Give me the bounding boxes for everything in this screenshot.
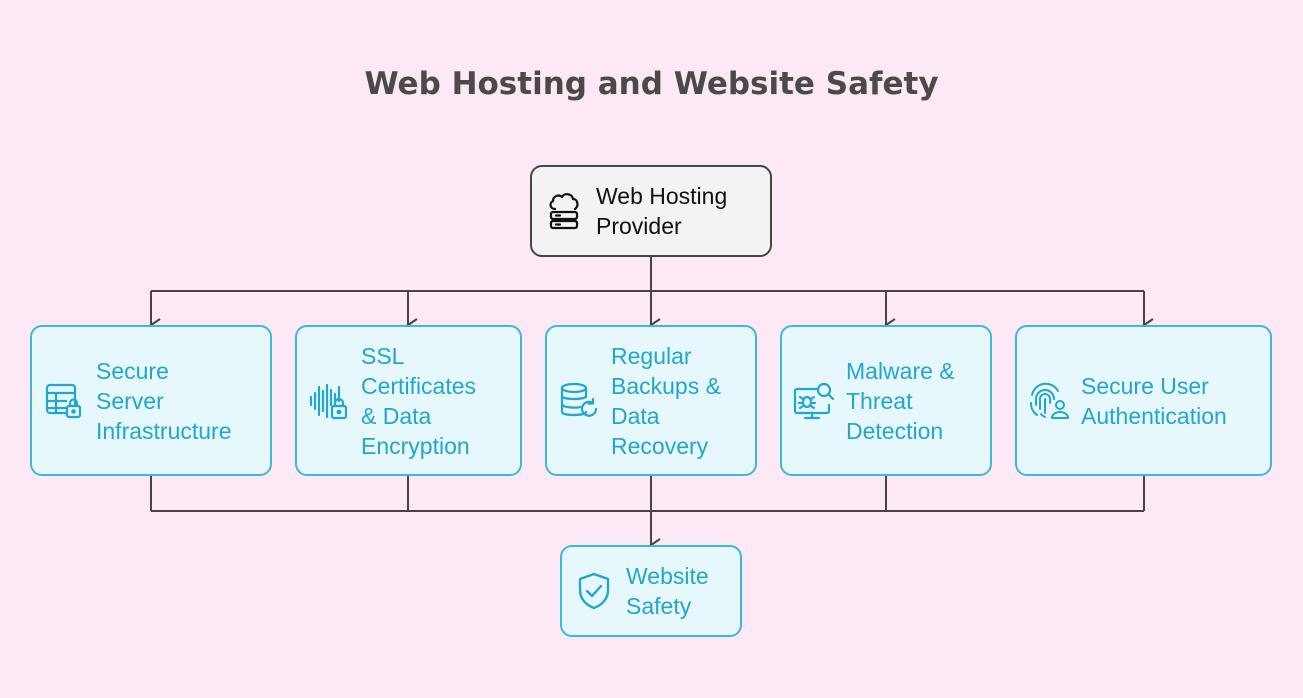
node-label: Regular Backups & Data Recovery [611, 342, 721, 459]
cloud-server-icon [532, 191, 596, 231]
bug-search-icon [782, 381, 846, 421]
encrypted-wave-icon [297, 381, 361, 421]
node-ssl-certificates: SSL Certificates & Data Encryption [295, 325, 522, 476]
fingerprint-user-icon [1017, 381, 1081, 421]
node-secure-server-infrastructure: Secure Server Infrastructure [30, 325, 272, 476]
database-restore-icon [547, 381, 611, 421]
shield-check-icon [562, 571, 626, 611]
node-malware-threat-detection: Malware & Threat Detection [780, 325, 992, 476]
node-label: Secure Server Infrastructure [96, 357, 232, 444]
node-label: SSL Certificates & Data Encryption [361, 342, 477, 459]
node-label: Website Safety [626, 563, 709, 619]
node-web-hosting-provider: Web Hosting Provider [530, 165, 772, 257]
diagram-title: Web Hosting and Website Safety [364, 66, 939, 102]
node-website-safety: Website Safety [560, 545, 742, 637]
node-secure-user-authentication: Secure User Authentication [1015, 325, 1272, 476]
node-label: Malware & Threat Detection [846, 357, 955, 444]
node-regular-backups: Regular Backups & Data Recovery [545, 325, 757, 476]
node-label: Web Hosting Provider [596, 183, 728, 239]
server-lock-icon [32, 381, 96, 421]
node-label: Secure User Authentication [1081, 372, 1227, 429]
